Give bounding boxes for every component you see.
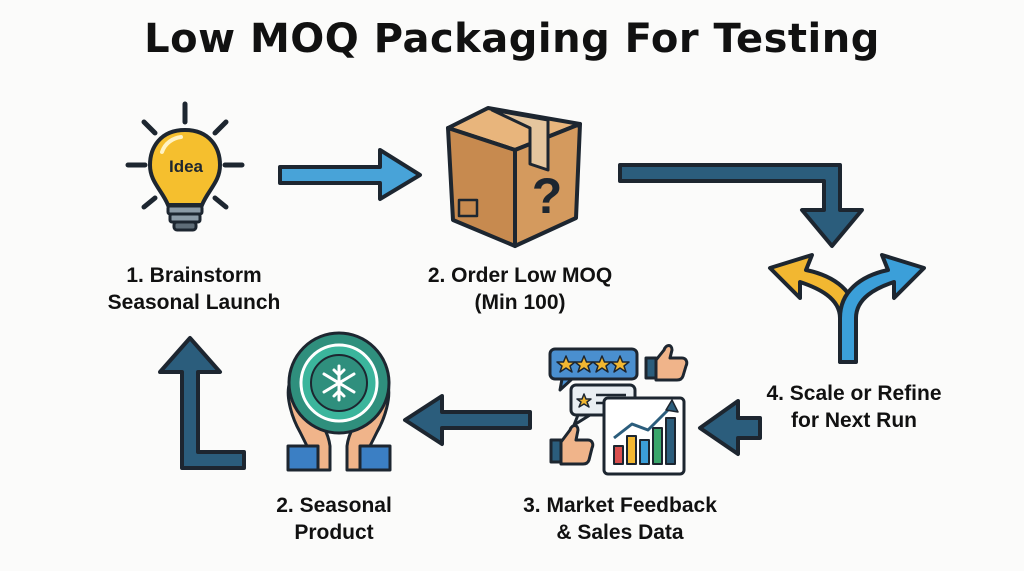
arrow-right-1 — [278, 148, 422, 201]
lightbulb-icon: Idea — [125, 101, 245, 232]
snowflake-icon — [322, 364, 356, 402]
arrow-left-1 — [698, 399, 762, 456]
step-product-label: 2. Seasonal Product — [276, 494, 392, 544]
step-order-label: 2. Order Low MOQ (Min 100) — [427, 264, 613, 314]
step-scale-label: 4. Scale or Refine for Next Run — [766, 382, 942, 432]
step-brainstorm-label: 1. Brainstorm Seasonal Launch — [107, 264, 281, 314]
hands-product-icon — [286, 331, 392, 472]
arrow-left-2 — [403, 394, 532, 446]
thumbs-up-icon — [644, 344, 689, 382]
split-arrow-icon — [768, 253, 926, 364]
arrow-elbow-down — [618, 163, 864, 248]
idea-label: Idea — [169, 157, 204, 176]
star-rating-icon — [556, 355, 630, 373]
thumbs-up-icon-small — [549, 424, 595, 466]
page-title: Low MOQ Packaging For Testing — [144, 16, 880, 62]
step-feedback-label: 3. Market Feedback & Sales Data — [523, 494, 717, 544]
box-icon: ? — [446, 106, 582, 248]
feedback-chart-icon — [548, 344, 689, 476]
box-question-mark: ? — [532, 168, 563, 224]
arrow-elbow-up — [158, 336, 246, 470]
